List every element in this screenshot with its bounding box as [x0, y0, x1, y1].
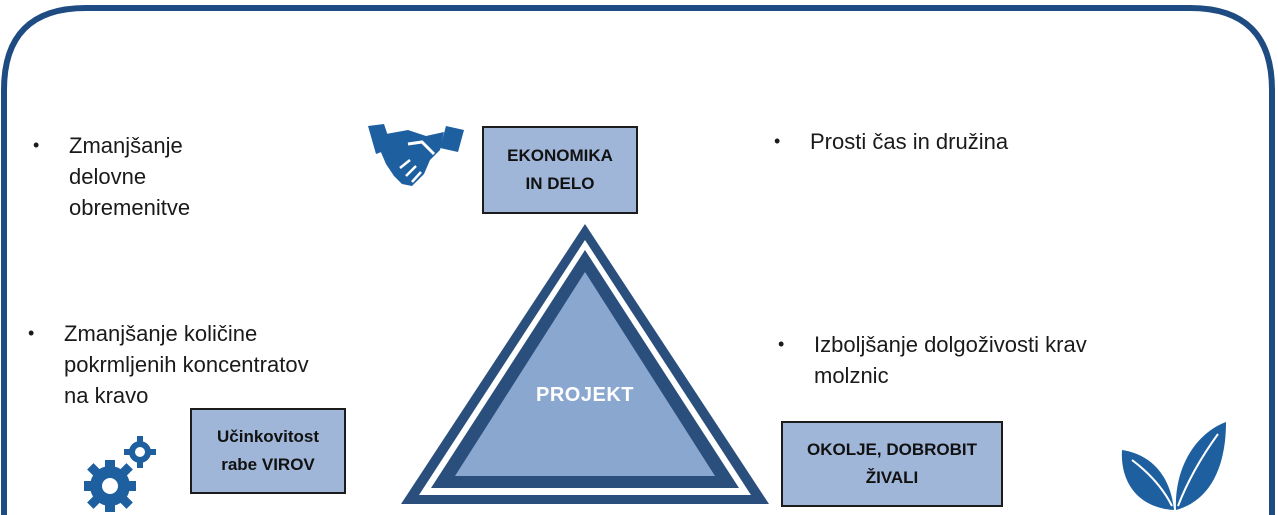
project-label: PROJEKT: [536, 384, 634, 406]
bullet-dot: •: [28, 323, 35, 343]
bullet-leisure: • Prosti čas in družina: [774, 126, 1008, 157]
bullet-dot: •: [774, 131, 781, 151]
bullet-text: Izboljšanje dolgoživosti krav molznic: [814, 332, 1087, 388]
bullet-dot: •: [778, 334, 785, 354]
rounded-border: [1, 5, 1275, 515]
bullet-concentrates: • Zmanjšanje količine pokrmljenih koncen…: [28, 318, 309, 411]
leaves-icon: [1121, 422, 1226, 510]
bullet-text: Zmanjšanje delovne obremenitve: [69, 133, 191, 220]
bullet-longevity: • Izboljšanje dolgoživosti krav molznic: [778, 329, 1087, 391]
environment-box: OKOLJE, DOBROBIT ŽIVALI: [781, 421, 1003, 507]
handshake-icon: [368, 124, 464, 186]
economy-box: EKONOMIKA IN DELO: [482, 126, 638, 214]
bullet-text: Prosti čas in družina: [810, 129, 1009, 154]
gears-icon: [84, 436, 156, 512]
bullet-workload: • Zmanjšanje delovne obremenitve: [33, 130, 190, 223]
bullet-text: Zmanjšanje količine pokrmljenih koncentr…: [64, 321, 309, 408]
project-triangle: [401, 224, 769, 504]
resources-box: Učinkovitost rabe VIROV: [190, 408, 346, 494]
bullet-dot: •: [33, 135, 40, 155]
